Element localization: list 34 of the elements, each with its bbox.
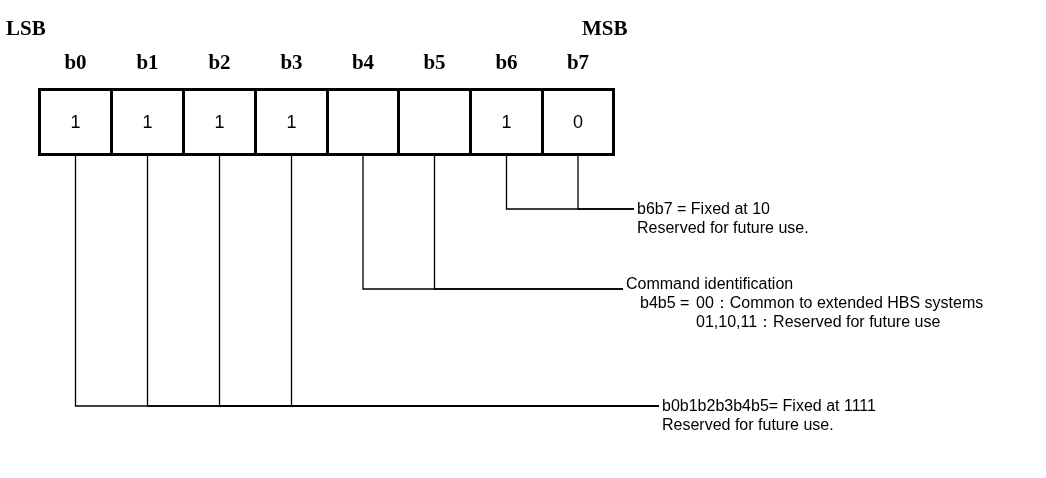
bit-value: 1 bbox=[501, 111, 512, 133]
bit-value: 1 bbox=[286, 111, 297, 133]
bit-label: b7 bbox=[566, 50, 590, 74]
bit-label: b0 bbox=[64, 50, 87, 74]
bit-value: 1 bbox=[142, 111, 153, 133]
bit-cell bbox=[541, 88, 615, 156]
note-text: 00：Common to extended HBS systems bbox=[696, 293, 984, 312]
note-text: Reserved for future use. bbox=[637, 218, 809, 237]
bit-order-label: MSB bbox=[582, 16, 628, 40]
bit-cell bbox=[254, 88, 329, 156]
bit-cell bbox=[110, 88, 185, 156]
bit-label: b6 bbox=[495, 50, 518, 74]
bit-label: b5 bbox=[423, 50, 446, 74]
bit-order-label: LSB bbox=[6, 16, 46, 40]
bit-cell bbox=[182, 88, 257, 156]
bit-cell bbox=[397, 88, 472, 156]
leader-line bbox=[433, 155, 624, 290]
bit-label: b3 bbox=[280, 50, 303, 74]
note-text: 01,10,11：Reserved for future use bbox=[696, 312, 942, 331]
bit-cell bbox=[326, 88, 400, 156]
bit-cell bbox=[469, 88, 544, 156]
bit-value: 1 bbox=[70, 111, 81, 133]
bit-label: b4 bbox=[351, 50, 375, 74]
bit-label: b1 bbox=[136, 50, 159, 74]
note-text: b0b1b2b3b4b5= Fixed at 1111 bbox=[662, 396, 876, 415]
bit-value: 1 bbox=[214, 111, 225, 133]
bit-label: b2 bbox=[208, 50, 231, 74]
note-text: Reserved for future use. bbox=[662, 415, 835, 434]
leader-line bbox=[290, 155, 660, 407]
bit-value: 0 bbox=[573, 111, 583, 133]
leader-line bbox=[577, 155, 635, 210]
note-text: Command identification bbox=[626, 274, 795, 293]
bit-cell bbox=[38, 88, 113, 156]
note-text: b6b7 = Fixed at 10 bbox=[637, 199, 771, 218]
